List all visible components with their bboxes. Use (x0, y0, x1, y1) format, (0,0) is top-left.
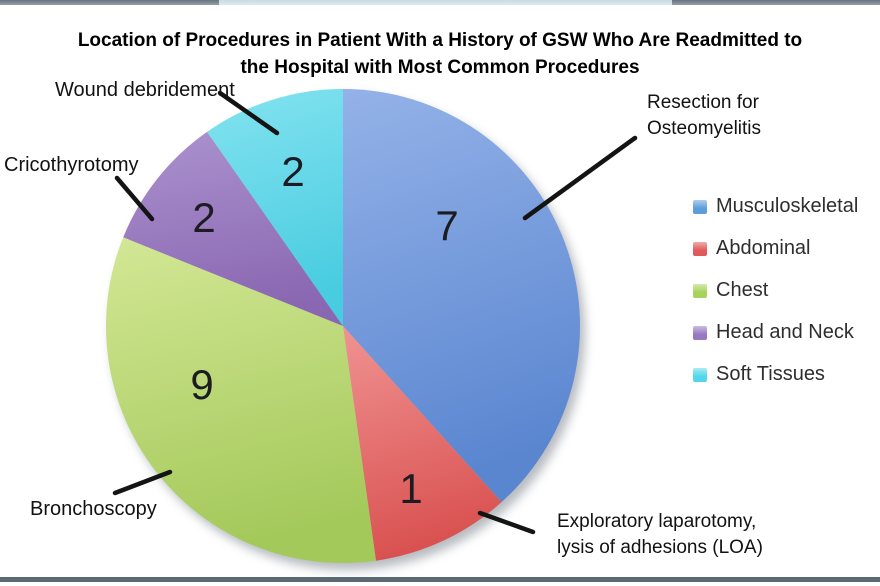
legend-swatch-soft-tissues (693, 367, 707, 382)
pie-slice-head-and-neck (123, 131, 343, 326)
window-bottom-bar (0, 577, 880, 582)
bronchoscopy-callout-line (112, 469, 173, 496)
chart-title: Location of Procedures in Patient With a… (60, 27, 820, 81)
chart-title-line2: the Hospital with Most Common Procedures (240, 57, 640, 78)
legend-item-chest: Chest (693, 280, 858, 301)
callout-label-resection-line1: Resection for (647, 92, 759, 113)
callout-lines-group (112, 90, 638, 535)
chart-title-line1: Location of Procedures in Patient With a… (77, 30, 803, 51)
legend-swatch-chest (693, 283, 707, 298)
legend-label-abdominal: Abdominal (716, 237, 811, 259)
legend-label-soft-tissues: Soft Tissues (716, 363, 825, 385)
legend-item-abdominal: Abdominal (693, 238, 858, 259)
exploratory-callout-line (477, 510, 536, 535)
legend-swatch-musculoskeletal (693, 199, 707, 214)
callout-label-bronchoscopy: Bronchoscopy (30, 498, 157, 520)
legend-item-head-and-neck: Head and Neck (693, 322, 858, 343)
pie-slice-soft-tissues (207, 89, 343, 326)
wound-debridement-callout-line (217, 90, 280, 136)
callout-label-resection-line2: Osteomyelitis (647, 118, 762, 139)
callout-label-cricothyrotomy: Cricothyrotomy (4, 154, 139, 176)
cricothyrotomy-callout-line (114, 175, 155, 222)
legend-label-musculoskeletal: Musculoskeletal (716, 195, 859, 217)
pie-slice-chest (106, 237, 376, 563)
slice-value-head-and-neck: 2 (192, 194, 216, 241)
legend-swatch-head-and-neck (693, 325, 707, 340)
callout-label-exploratory-line1: Exploratory laparotomy, (557, 511, 757, 532)
pie-slice-abdominal (343, 326, 502, 561)
slice-value-chest: 9 (190, 361, 214, 408)
pie-slices-group (106, 89, 581, 563)
slice-value-musculoskeletal: 7 (435, 202, 459, 249)
legend-label-chest: Chest (716, 279, 769, 301)
legend-swatch-abdominal (693, 241, 707, 256)
callout-label-exploratory: Exploratory laparotomy, lysis of adhesio… (557, 509, 763, 561)
legend-item-musculoskeletal: Musculoskeletal (693, 196, 858, 217)
callout-label-resection: Resection for Osteomyelitis (647, 90, 761, 142)
window-top-bar-highlight (219, 0, 672, 5)
legend-label-head-and-neck: Head and Neck (716, 321, 854, 343)
legend-item-soft-tissues: Soft Tissues (693, 364, 858, 385)
pie-slice-musculoskeletal (343, 89, 581, 503)
callout-label-wound-debridement: Wound debridement (55, 79, 235, 101)
slice-value-abdominal: 1 (399, 465, 423, 512)
chart-legend: Musculoskeletal Abdominal Chest Head and… (693, 196, 858, 385)
callout-label-exploratory-line2: lysis of adhesions (LOA) (557, 537, 763, 558)
slice-value-soft-tissues: 2 (281, 148, 305, 195)
resection-callout-line (522, 135, 638, 221)
